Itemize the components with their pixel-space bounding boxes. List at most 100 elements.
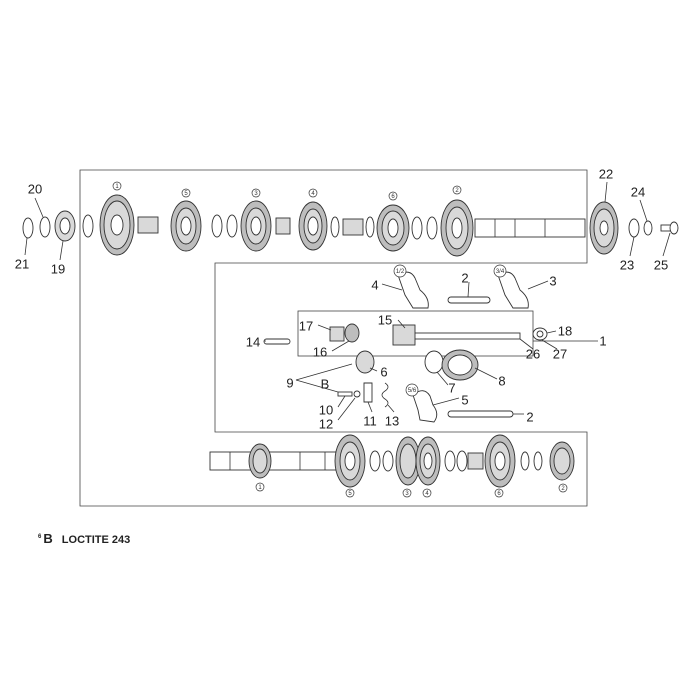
callout-c8: 8 (498, 373, 505, 388)
ring-7 (424, 350, 444, 374)
gear-mark-g_bot2: 2 (558, 483, 568, 493)
callout-c27: 27 (553, 346, 567, 361)
spring-13 (381, 382, 389, 408)
fork-rod-bottom (447, 410, 514, 418)
callout-c1: 1 (599, 333, 606, 348)
callout-c19: 19 (51, 261, 65, 276)
callout-c23: 23 (620, 257, 634, 272)
callout-c15: 15 (378, 312, 392, 327)
legend-mark: B (43, 531, 53, 546)
svg-text:6: 6 (391, 194, 395, 200)
callout-c17: 17 (299, 318, 313, 333)
gear-mark-g_top5: 5 (181, 188, 191, 198)
gear-mark-g_bot5: 5 (345, 488, 355, 498)
primary-shaft-assembly (22, 194, 679, 257)
callout-c4: 4 (371, 277, 378, 292)
gear-mark-f_12: 1/2 (393, 264, 407, 278)
fork-5 (412, 390, 438, 423)
callout-c24: 24 (631, 184, 645, 199)
svg-text:2: 2 (455, 188, 459, 194)
svg-text:3: 3 (254, 191, 258, 197)
washer-23 (628, 218, 640, 238)
selector-assembly (263, 271, 548, 423)
bushing-17 (329, 326, 345, 342)
gear-mark-f_34: 3/4 (493, 264, 507, 278)
gear-mark-g_top2: 2 (452, 185, 462, 195)
gear-5-bottom (334, 434, 366, 488)
leader-lines (24, 181, 671, 421)
needle-bearing (137, 216, 159, 234)
sprocket-22 (589, 201, 619, 255)
callout-c13: 13 (385, 413, 399, 428)
svg-text:5: 5 (184, 191, 188, 197)
callout-c3: 3 (549, 273, 556, 288)
callout-c22: 22 (599, 166, 613, 181)
callout-c12: 12 (319, 416, 333, 431)
callout-c14: 14 (246, 334, 260, 349)
svg-text:5/6: 5/6 (408, 388, 417, 394)
svg-text:2: 2 (561, 486, 565, 492)
gear-mark-g_bot6: 6 (494, 488, 504, 498)
callout-c25: 25 (654, 257, 668, 272)
callout-c6: 6 (380, 364, 387, 379)
gear-mark-g_top4: 4 (308, 188, 318, 198)
svg-text:4: 4 (311, 191, 315, 197)
washer-21 (22, 217, 34, 239)
washer-20 (39, 216, 51, 238)
pin-14 (263, 338, 291, 345)
svg-text:4: 4 (425, 491, 429, 497)
washer-24 (643, 220, 653, 236)
callout-c18: 18 (558, 323, 572, 338)
svg-text:5: 5 (348, 491, 352, 497)
gear-6-bottom (484, 434, 516, 488)
callout-c26: 26 (526, 346, 540, 361)
legend-text: LOCTITE 243 (61, 534, 131, 546)
callout-c10: 10 (319, 402, 333, 417)
svg-text:3: 3 (405, 491, 409, 497)
bolt-10 (337, 391, 353, 397)
spring-16 (344, 323, 360, 343)
gear-3-top (240, 200, 272, 252)
fork-rod-top (447, 296, 491, 304)
callout-c21: 21 (15, 256, 29, 271)
gear-mark-g_top3: 3 (251, 188, 261, 198)
fork-4 (397, 271, 429, 309)
gear-2-top (440, 199, 474, 257)
gear-mark-g_bot1: 1 (255, 482, 265, 492)
callout-c11: 11 (363, 413, 377, 428)
callout-c16: 16 (313, 344, 327, 359)
secondary-shaft-assembly (209, 434, 575, 488)
secondary-shaft (209, 451, 341, 471)
callout-c20: 20 (28, 181, 42, 196)
callout-c7: 7 (448, 380, 455, 395)
callout-c2b: 2 (526, 409, 533, 424)
svg-text:1: 1 (115, 184, 119, 190)
gear-1-bottom (248, 443, 272, 479)
gear-6-top (376, 204, 410, 252)
svg-text:1/2: 1/2 (396, 269, 405, 275)
gear-5-top (170, 200, 202, 252)
gear-mark-g_top1: 1 (112, 181, 122, 191)
gear-mark-g_bot4: 4 (422, 488, 432, 498)
callout-c2a: 2 (461, 270, 468, 285)
lever-11 (363, 382, 373, 403)
washer-12 (353, 390, 361, 398)
gear-4-top (298, 201, 328, 251)
upper-shaft-frame (79, 169, 588, 507)
callout-cB: B (321, 376, 330, 391)
svg-text:6: 6 (497, 491, 501, 497)
primary-shaft (474, 218, 586, 238)
gear-mark-g_bot3: 3 (402, 488, 412, 498)
selector-drum (392, 324, 416, 346)
gear-1-top (99, 194, 135, 256)
gear-2-bottom (549, 441, 575, 481)
callout-c9: 9 (286, 375, 293, 390)
gear-mark-f_56: 5/6 (405, 383, 419, 397)
svg-text:3/4: 3/4 (496, 269, 505, 275)
legend-prefix: 6 (38, 534, 42, 541)
star-6 (355, 350, 375, 374)
